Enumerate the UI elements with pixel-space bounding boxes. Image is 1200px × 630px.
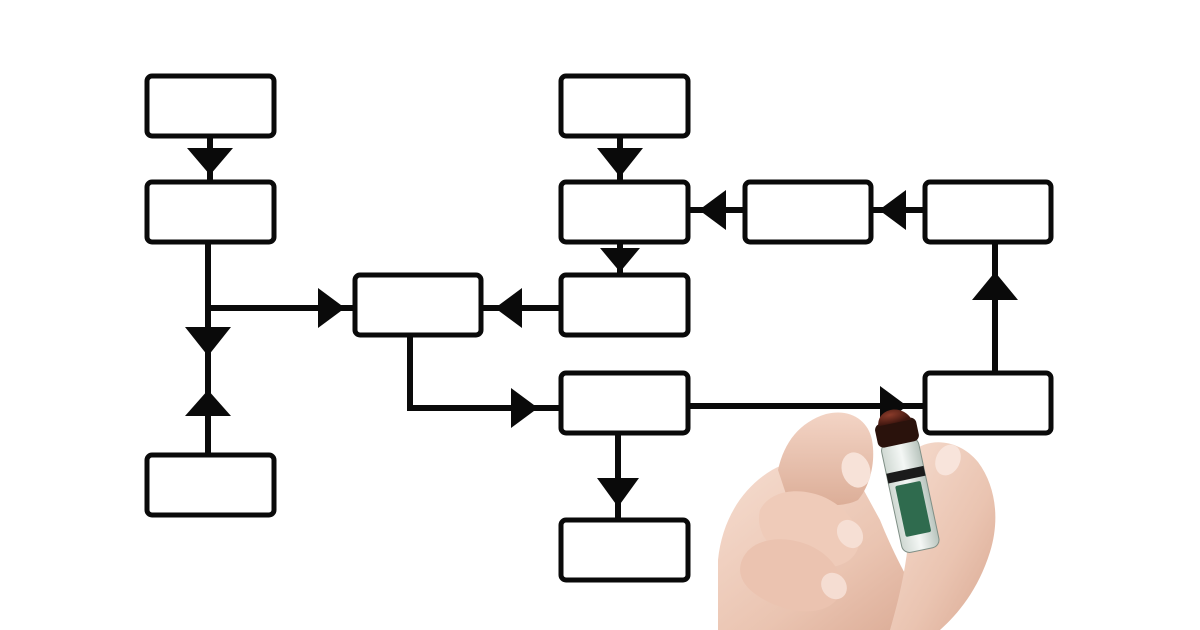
fingernail-middle bbox=[836, 519, 864, 549]
flowchart-box-n5 bbox=[352, 272, 484, 338]
marker-band bbox=[886, 465, 926, 484]
arrowhead-right-n8 bbox=[511, 388, 538, 428]
arrowhead-up-trunk bbox=[185, 390, 231, 416]
marker-tip bbox=[878, 409, 912, 427]
flowchart-box-n10 bbox=[922, 179, 1054, 245]
arrowhead-down-n12 bbox=[597, 478, 639, 507]
marker-pen bbox=[875, 409, 940, 553]
arrowhead-down-n4 bbox=[600, 248, 640, 272]
arrowhead-left-n9 bbox=[879, 190, 906, 230]
flowchart-box-n9 bbox=[742, 179, 874, 245]
arrowhead-up-n10 bbox=[972, 272, 1018, 300]
flowchart-box-n2 bbox=[144, 179, 277, 245]
arrowhead-down-n2 bbox=[187, 148, 233, 175]
marker-collar bbox=[875, 417, 919, 448]
flowchart-box-n6 bbox=[558, 73, 691, 139]
flowchart-box-n3 bbox=[144, 452, 277, 518]
arrowheads bbox=[185, 148, 1018, 507]
flowchart-box-n7 bbox=[558, 179, 691, 245]
flowchart-box-n11 bbox=[922, 370, 1054, 436]
edge-n5-n8 bbox=[407, 335, 561, 411]
arrowhead-down-n7 bbox=[597, 148, 643, 177]
arrowhead-left-n5 bbox=[495, 288, 522, 328]
arrowhead-down-trunk bbox=[185, 327, 231, 356]
flowchart-box-n1 bbox=[144, 73, 277, 139]
flowchart-box-n8 bbox=[558, 370, 691, 436]
arrowhead-left-n7 bbox=[699, 190, 726, 230]
fingernail-thumb bbox=[935, 444, 961, 476]
flowchart-box-n12 bbox=[558, 517, 691, 583]
fingernail-index bbox=[841, 452, 871, 488]
marker-label bbox=[895, 481, 931, 537]
arrowhead-right-n5 bbox=[318, 288, 345, 328]
flowchart-box-n4 bbox=[558, 272, 691, 338]
flowchart-boxes bbox=[144, 73, 1054, 583]
fingernail-ring bbox=[821, 572, 847, 600]
hand-ring-finger bbox=[740, 539, 842, 612]
hand-holding-marker-icon bbox=[718, 409, 996, 630]
